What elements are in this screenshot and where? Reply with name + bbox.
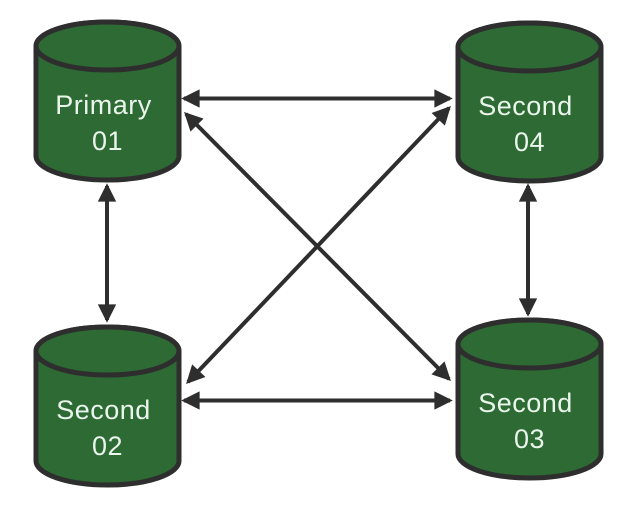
node-label-line1: Second: [478, 388, 573, 418]
node-label: Primary 01: [55, 90, 160, 156]
node-label-line1: Second: [478, 91, 573, 121]
cylinder-top: [455, 20, 604, 74]
node-label-line2: 04: [514, 127, 545, 157]
db-node-second-04: Second 04: [455, 20, 604, 184]
node-label: Second 03: [478, 388, 581, 454]
node-label-line2: 01: [92, 126, 123, 156]
db-node-second-02: Second 02: [33, 324, 182, 488]
node-label-line2: 03: [514, 424, 545, 454]
cylinder-top: [33, 19, 182, 73]
cylinder-top: [455, 317, 604, 371]
node-label: Second 04: [478, 91, 581, 157]
node-label-line1: Second: [56, 395, 151, 425]
node-label-line2: 02: [92, 431, 123, 461]
edge-layer: [97, 89, 538, 410]
db-node-primary-01: Primary 01: [33, 19, 182, 183]
cylinder-top: [33, 324, 182, 378]
node-label-line1: Primary: [55, 90, 152, 120]
edge-second04-second02: [186, 106, 451, 384]
node-label: Second 02: [56, 395, 159, 461]
db-node-second-03: Second 03: [455, 317, 604, 481]
